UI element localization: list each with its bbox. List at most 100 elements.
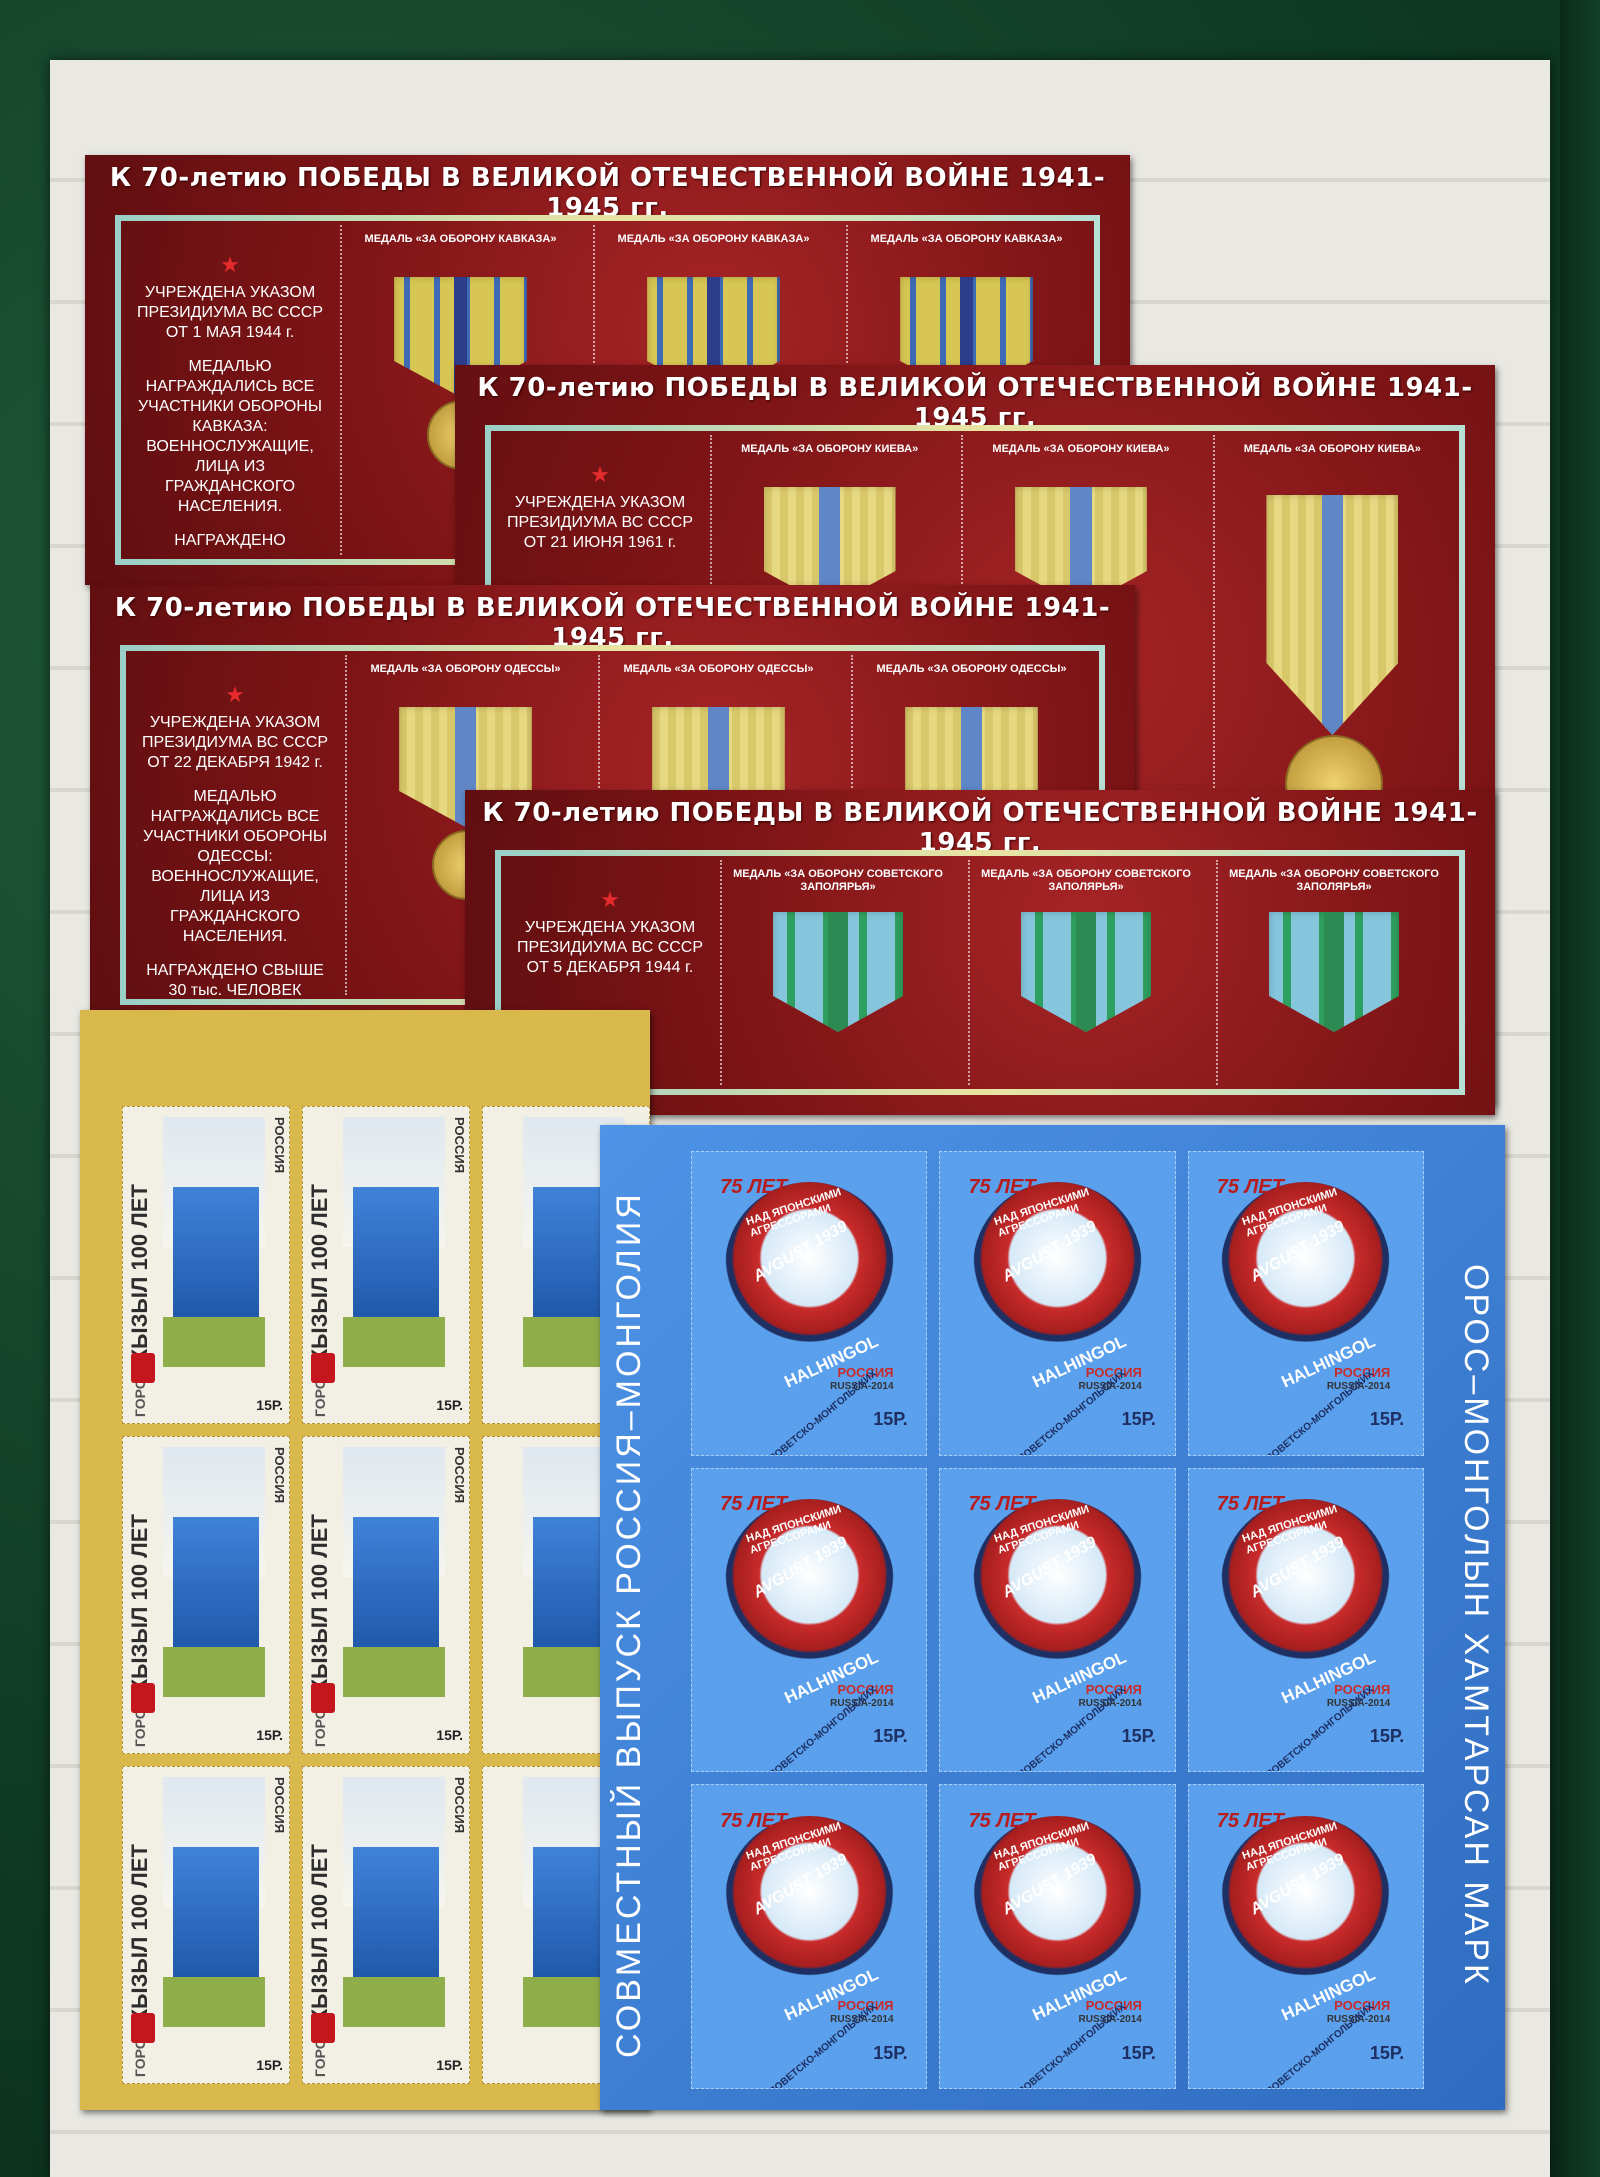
stamp-years: 75 ЛЕТ [1216,1809,1284,1832]
sheet-margin-text-right: ОРОС–МОНГОЛЫН ХАМТАРСАН МАРК [1457,1263,1495,1987]
ribbon-icon [1021,912,1151,1032]
ribbon-icon [773,912,903,1032]
stamp-title-text: КЫЗЫЛ 100 ЛЕТ [307,1844,332,2023]
medal-caption: МЕДАЛЬ «ЗА ОБОРОНУ КАВКАЗА» [617,233,810,245]
stamp-value: 15Р. [873,1726,908,1747]
medal-caption: МЕДАЛЬ «ЗА ОБОРОНУ КИЕВА» [741,443,919,455]
stamp-years: 75 ЛЕТ [720,1492,788,1515]
country-name: РОССИЯ [1334,1365,1391,1381]
country-name: РОССИЯ [1334,1998,1391,2014]
stamp-value: 15Р. [256,1727,283,1743]
stamp-country: РОССИЯ [452,1117,467,1174]
stamp-country: РОССИЯ [272,1777,287,1834]
medal-stamp: МЕДАЛЬ «ЗА ОБОРОНУ СОВЕТСКОГО ЗАПОЛЯРЬЯ» [720,860,954,1085]
country-latin: RUSSIA-2014 [1326,1697,1391,1709]
country-latin: RUSSIA-2014 [1326,1381,1391,1393]
russia-mongolia-sheet: СОВМЕСТНЫЙ ВЫПУСК РОССИЯ–МОНГОЛИЯ ОРОС–М… [600,1125,1505,2110]
red-star-icon: ★ [600,887,620,912]
ribbon-icon [1266,495,1399,735]
sheet-banner: К 70-летию ПОБЕДЫ В ВЕЛИКОЙ ОТЕЧЕСТВЕННО… [477,373,1473,433]
coat-of-arms-icon [311,1353,335,1383]
info-paragraph: УЧРЕЖДЕНА УКАЗОМ ПРЕЗИДИУМА ВС СССР ОТ 1… [136,284,324,341]
ribbon-icon [1269,912,1399,1032]
medal-stamp: МЕДАЛЬ «ЗА ОБОРОНУ СОВЕТСКОГО ЗАПОЛЯРЬЯ» [968,860,1202,1085]
stamp-title-text: КЫЗЫЛ 100 ЛЕТ [127,1844,152,2023]
badge-image [724,1815,894,1985]
info-paragraph: УЧРЕЖДЕНА УКАЗОМ ПРЕЗИДИУМА ВС СССР ОТ 2… [506,494,694,551]
stamp-value: 15Р. [436,2057,463,2073]
stamp-value: 15Р. [1369,2042,1405,2063]
country-name: РОССИЯ [837,1681,894,1697]
coat-of-arms-icon [311,2013,335,2043]
sheet-banner: К 70-летию ПОБЕДЫ В ВЕЛИКОЙ ОТЕЧЕСТВЕННО… [109,163,1106,223]
stamp-years: 75 ЛЕТ [968,1492,1036,1515]
building-image [173,1187,259,1327]
sheet-margin-text-left: СОВМЕСТНЫЙ ВЫПУСК РОССИЯ–МОНГОЛИЯ [610,1191,648,2059]
stamp-country: РОССИЯ [272,1117,287,1174]
stamp-value: 15Р. [1121,1409,1156,1430]
stamp-grass [343,1647,445,1697]
medal-caption: МЕДАЛЬ «ЗА ОБОРОНУ СОВЕТСКОГО ЗАПОЛЯРЬЯ» [733,868,943,893]
stamp-value: 15Р. [256,1397,283,1413]
coat-of-arms-icon [131,2013,155,2043]
country-name: РОССИЯ [1085,1681,1142,1697]
stamp-value: 15Р. [873,1409,908,1430]
stamp-years: 75 ЛЕТ [720,1176,788,1199]
medal-caption: МЕДАЛЬ «ЗА ОБОРОНУ КАВКАЗА» [364,233,557,245]
info-paragraph: НАГРАЖДЕНО [174,532,286,549]
sheet-info: ★ УЧРЕЖДЕНА УКАЗОМ ПРЕЗИДИУМА ВС СССР ОТ… [140,684,330,1015]
stamp-country: РОССИЯ [452,1777,467,1834]
country-name: РОССИЯ [1085,1998,1142,2014]
stamp-years: 75 ЛЕТ [720,1809,788,1832]
stamp-value: 15Р. [1369,1409,1405,1430]
badge-image [724,1498,894,1668]
country-latin: RUSSIA-2014 [1078,1381,1142,1393]
stamp-row: МЕДАЛЬ «ЗА ОБОРОНУ СОВЕТСКОГО ЗАПОЛЯРЬЯ»… [720,860,1450,1085]
building-image [353,1187,439,1327]
country-latin: RUSSIA-2014 [1078,2014,1142,2026]
stamp-country: РОССИЯ [452,1447,467,1504]
country-latin: RUSSIA-2014 [830,2014,894,2026]
stamp-value: 15Р. [1369,1726,1405,1747]
medal-caption: МЕДАЛЬ «ЗА ОБОРОНУ КИЕВА» [992,443,1170,455]
country-latin: RUSSIA-2014 [830,1697,894,1709]
medal-caption: МЕДАЛЬ «ЗА ОБОРОНУ СОВЕТСКОГО ЗАПОЛЯРЬЯ» [1229,868,1439,893]
stamp-title-text: КЫЗЫЛ 100 ЛЕТ [127,1184,152,1363]
medal-caption: МЕДАЛЬ «ЗА ОБОРОНУ ОДЕССЫ» [370,663,561,675]
info-paragraph: МЕДАЛЬЮ НАГРАЖДАЛИСЬ ВСЕ УЧАСТНИКИ ОБОРО… [138,358,322,515]
badge-image [1221,1815,1391,1985]
country-latin: RUSSIA-2014 [1078,1697,1142,1709]
sheet-info: ★ УЧРЕЖДЕНА УКАЗОМ ПРЕЗИДИУМА ВС СССР ОТ… [135,254,325,565]
album-spine [1560,0,1600,2177]
country-latin: RUSSIA-2014 [830,1381,894,1393]
building-image [353,1847,439,1987]
country-name: РОССИЯ [1334,1681,1391,1697]
stamp-title-text: КЫЗЫЛ 100 ЛЕТ [307,1514,332,1693]
stamp-years: 75 ЛЕТ [968,1809,1036,1832]
country-name: РОССИЯ [837,1365,894,1381]
stamp-grass [343,1977,445,2027]
info-paragraph: УЧРЕЖДЕНА УКАЗОМ ПРЕЗИДИУМА ВС СССР ОТ 5… [516,919,704,976]
stamp-value: 15Р. [1121,2042,1156,2063]
stamp-value: 15Р. [873,2042,908,2063]
medal-caption: МЕДАЛЬ «ЗА ОБОРОНУ КАВКАЗА» [870,233,1063,245]
country-name: РОССИЯ [1085,1365,1142,1381]
